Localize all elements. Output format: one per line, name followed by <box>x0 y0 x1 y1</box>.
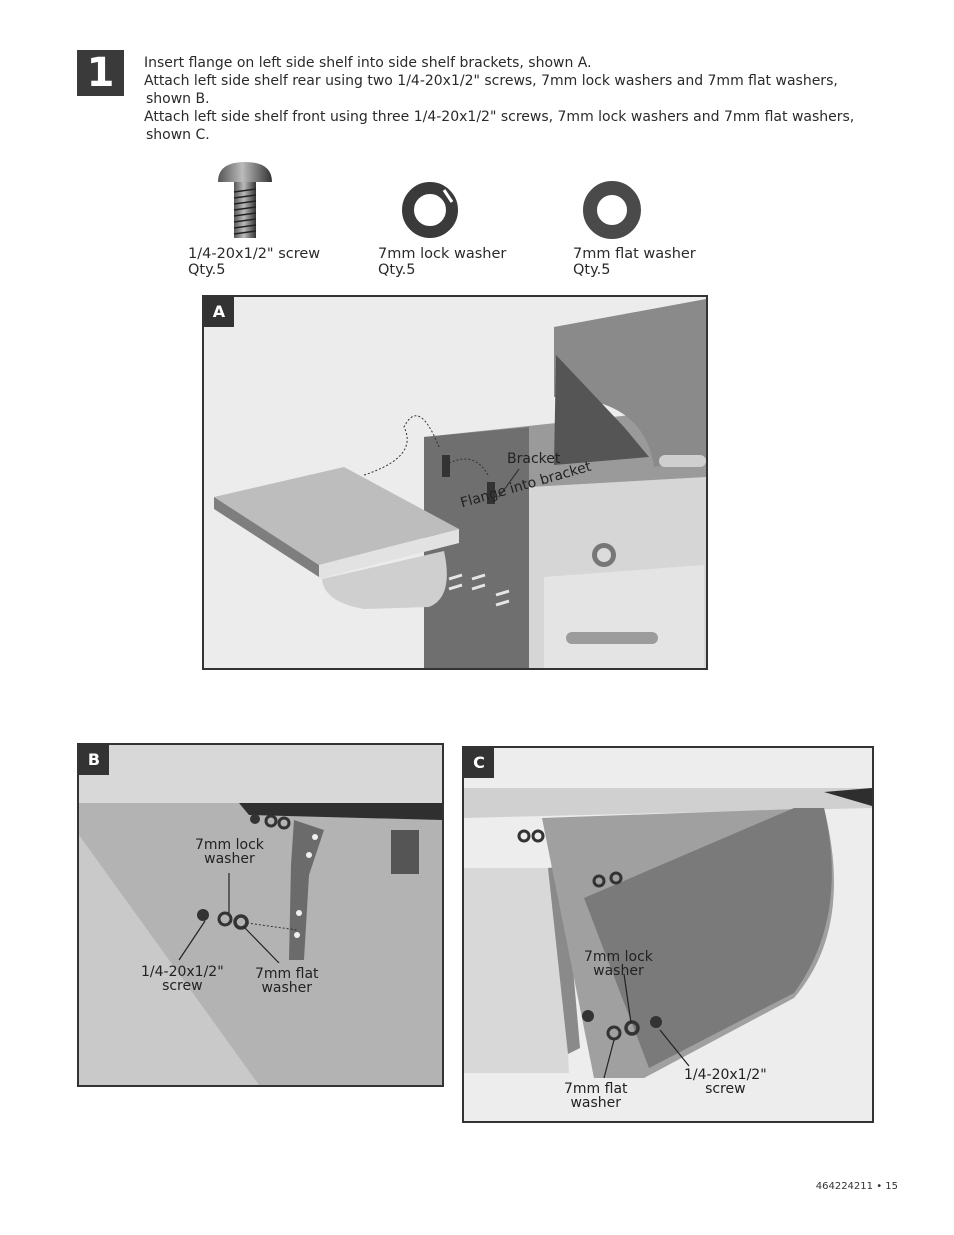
lock-washer-icon <box>402 182 458 238</box>
callout-line: screw <box>705 1081 746 1097</box>
callout-line: 1/4-20x1/2" <box>141 964 224 980</box>
screw-callout: 1/4-20x1/2" screw <box>141 965 224 993</box>
flat-washer-callout: 7mm flat washer <box>564 1082 628 1110</box>
flat-washer-icon <box>583 181 641 239</box>
step-instructions: Insert flange on left side shelf into si… <box>144 54 914 144</box>
part-lock-washer: 7mm lock washer Qty.5 <box>378 246 506 278</box>
callout-line: washer <box>204 851 255 867</box>
callout-line: 7mm lock <box>195 837 264 853</box>
part-flat-washer: 7mm flat washer Qty.5 <box>573 246 696 278</box>
bracket-callout: Bracket <box>507 451 561 467</box>
flat-washer-callout: 7mm flat washer <box>255 967 319 995</box>
part-qty: Qty.5 <box>188 262 226 278</box>
instruction-line: Attach left side shelf front using three… <box>144 109 855 125</box>
part-name: 7mm lock washer <box>378 246 507 262</box>
screw-icon <box>218 162 272 238</box>
lock-washer-callout: 7mm lock washer <box>195 838 264 866</box>
instruction-line: Attach left side shelf rear using two 1/… <box>144 73 838 89</box>
callout-line: 7mm flat <box>564 1081 628 1097</box>
lock-washer-callout: 7mm lock washer <box>584 950 653 978</box>
callout-line: screw <box>162 978 203 994</box>
step-number-badge: 1 <box>77 50 124 96</box>
callout-line: washer <box>570 1095 622 1111</box>
callout-line: washer <box>593 963 644 979</box>
part-name: 7mm flat washer <box>573 246 696 262</box>
part-qty: Qty.5 <box>378 262 416 278</box>
part-qty: Qty.5 <box>573 262 611 278</box>
shelf-front-attachment-illustration <box>464 748 872 1121</box>
callout-line: 7mm lock <box>584 949 653 965</box>
callout-line: washer <box>261 980 313 996</box>
callout-line: 7mm flat <box>255 966 319 982</box>
panel-c: C 7mm lock washer 1/4-20x1/2" screw 7mm … <box>462 746 874 1123</box>
instruction-line: shown B. <box>146 91 210 107</box>
grill-side-shelf-illustration <box>204 297 706 668</box>
callout-line: 1/4-20x1/2" <box>684 1067 767 1083</box>
part-name: 1/4-20x1/2" screw <box>188 246 321 262</box>
screw-callout: 1/4-20x1/2" screw <box>684 1068 767 1096</box>
panel-b: B 7mm lock washer 1/4-20x1/2" screw 7mm … <box>77 743 444 1087</box>
panel-b-label: B <box>79 745 109 775</box>
panel-a: A Bracket Flange into bracket <box>202 295 708 670</box>
instruction-line: shown C. <box>146 127 210 143</box>
panel-c-label: C <box>464 748 494 778</box>
page-footer: 464224211 • 15 <box>815 1181 898 1192</box>
panel-a-label: A <box>204 297 234 327</box>
instruction-line: Insert flange on left side shelf into si… <box>144 55 592 71</box>
shelf-rear-attachment-illustration <box>79 745 442 1085</box>
part-screw: 1/4-20x1/2" screw Qty.5 <box>188 246 320 278</box>
